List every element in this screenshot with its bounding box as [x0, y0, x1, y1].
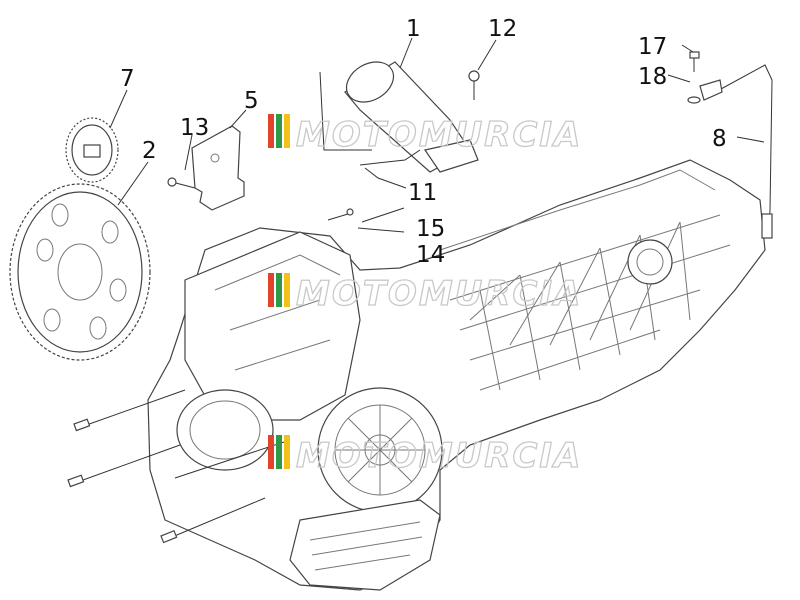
cable — [699, 64, 773, 239]
callout-15: 15 — [416, 216, 445, 242]
watermark-text: MOTOMURCIA — [296, 115, 582, 155]
callout-13: 13 — [180, 115, 209, 141]
callout-1: 1 — [406, 16, 421, 42]
callout-8: 8 — [712, 126, 727, 152]
watermark-stripe-green — [276, 435, 282, 469]
callout-18: 18 — [638, 64, 667, 90]
callout-2: 2 — [142, 138, 157, 164]
watermark-stripe-red — [268, 435, 274, 469]
watermark-stripe-green — [276, 114, 282, 148]
driven-gear — [9, 183, 151, 361]
watermark-middle: MOTOMURCIA — [268, 273, 582, 315]
bracket — [191, 125, 245, 211]
callout-5: 5 — [244, 88, 259, 114]
fasteners — [167, 51, 701, 221]
leader-lines — [109, 37, 765, 233]
watermark-stripe-yellow — [284, 114, 290, 148]
watermark-bottom: MOTOMURCIA — [268, 435, 582, 477]
watermark-text: MOTOMURCIA — [296, 436, 582, 476]
watermark-stripe-yellow — [284, 435, 290, 469]
watermark-top: MOTOMURCIA — [268, 114, 582, 156]
watermark-stripe-red — [268, 273, 274, 307]
callout-labels: 1 2 5 7 8 11 12 13 14 15 17 18 — [120, 16, 727, 268]
watermark-stripe-yellow — [284, 273, 290, 307]
watermark-stripe-red — [268, 114, 274, 148]
callout-11: 11 — [408, 180, 437, 206]
starter-motor — [344, 61, 479, 173]
callout-17: 17 — [638, 34, 667, 60]
watermark-stripe-green — [276, 273, 282, 307]
callout-7: 7 — [120, 66, 135, 92]
callout-14: 14 — [416, 242, 445, 268]
callout-12: 12 — [488, 16, 517, 42]
cylinder-studs — [67, 389, 291, 544]
starter-gear — [65, 117, 119, 183]
crankcase — [147, 159, 766, 591]
watermark-text: MOTOMURCIA — [296, 274, 582, 314]
